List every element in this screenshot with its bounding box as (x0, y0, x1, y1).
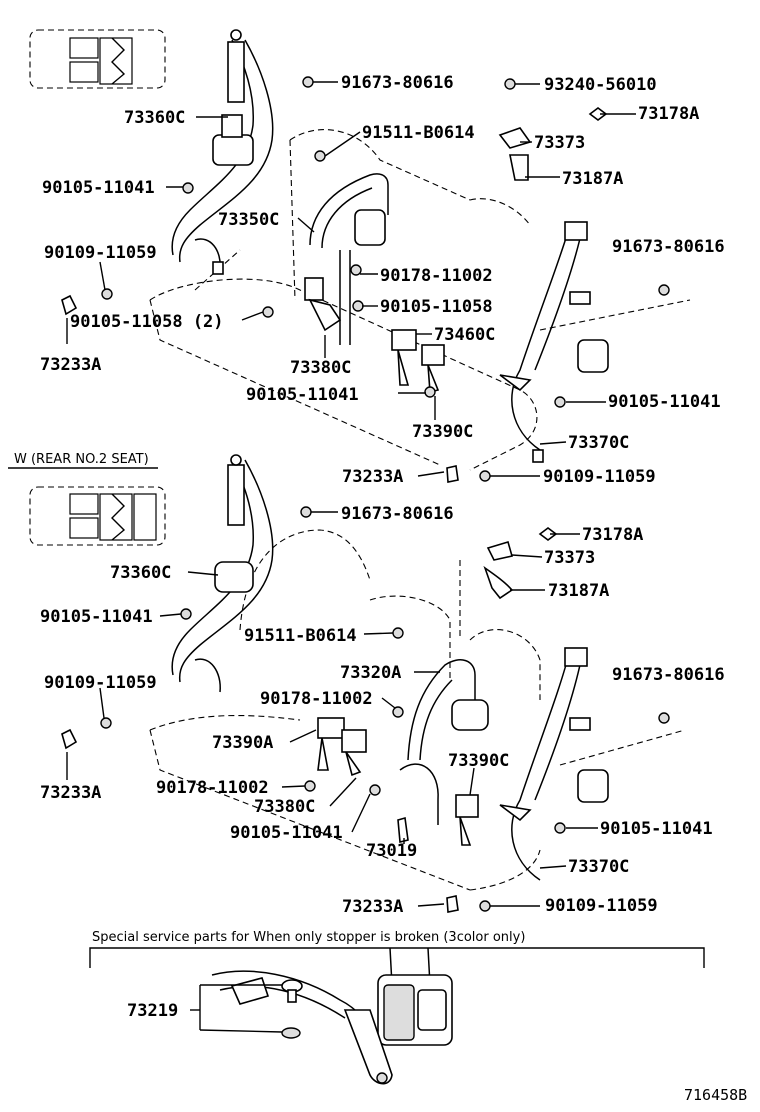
labels-lower: 91673-80616 73178A 73373 73360C 73187A 9… (40, 504, 725, 917)
label-90105-11041: 90105-11041 (230, 823, 343, 843)
retractor-closeup (211, 947, 453, 1085)
label-90105-11041: 90105-11041 (600, 819, 713, 839)
leaders-special (190, 984, 283, 1033)
label-91673-80616: 91673-80616 (612, 665, 725, 685)
label-90105-11041: 90105-11041 (246, 385, 359, 405)
seat-layout-icon-upper (29, 29, 166, 89)
fasteners-upper (61, 76, 670, 483)
label-73233a: 73233A (342, 897, 403, 917)
leaders-lower (66, 511, 598, 907)
label-90178-11002: 90178-11002 (260, 689, 373, 709)
label-73370c: 73370C (568, 433, 629, 453)
label-73360c: 73360C (124, 108, 185, 128)
label-91673-80616: 91673-80616 (341, 504, 454, 524)
label-73380c: 73380C (254, 797, 315, 817)
label-73380c: 73380C (290, 358, 351, 378)
buckles-lower (317, 717, 479, 846)
label-90109-11059: 90109-11059 (543, 467, 656, 487)
section-caption-text: W (REAR NO.2 SEAT) (14, 452, 149, 467)
label-73350c: 73350C (218, 210, 279, 230)
label-73373: 73373 (544, 548, 595, 568)
label-73360c: 73360C (110, 563, 171, 583)
retractor-73370c-upper (499, 221, 609, 463)
label-73187a: 73187A (562, 169, 623, 189)
label-73178a: 73178A (638, 104, 699, 124)
label-73019: 73019 (366, 841, 417, 861)
labels-upper: 91673-80616 93240-56010 73360C 73178A 91… (40, 73, 725, 487)
label-73320a: 73320A (340, 663, 401, 683)
label-73390a: 73390A (212, 733, 273, 753)
label-91511-b0614: 91511-B0614 (244, 626, 357, 646)
label-90109-11059: 90109-11059 (44, 673, 157, 693)
special-service-section: Special service parts for When only stop… (89, 930, 705, 1085)
retractor-73360c-lower (171, 454, 274, 693)
special-service-note: Special service parts for When only stop… (92, 930, 525, 945)
label-91673-80616: 91673-80616 (612, 237, 725, 257)
label-91511-b0614: 91511-B0614 (362, 123, 475, 143)
label-90109-11059: 90109-11059 (44, 243, 157, 263)
belt-73320a-lower (399, 659, 489, 825)
label-73373: 73373 (534, 133, 585, 153)
retractor-73360c-upper (171, 29, 274, 275)
label-93240-56010: 93240-56010 (544, 75, 657, 95)
label-73390c: 73390C (412, 422, 473, 442)
label-73370c: 73370C (568, 857, 629, 877)
label-73233a: 73233A (40, 783, 101, 803)
label-73233a: 73233A (342, 467, 403, 487)
label-73460c: 73460C (434, 325, 495, 345)
label-90105-11058: 90105-11058 (380, 297, 493, 317)
section-caption: W (REAR NO.2 SEAT) (8, 452, 158, 469)
label-91673-80616: 91673-80616 (341, 73, 454, 93)
seat-layout-icon-lower (29, 486, 166, 546)
stopper-parts (281, 979, 303, 1039)
buckles-upper (391, 329, 445, 394)
label-90105-11041: 90105-11041 (608, 392, 721, 412)
label-73219: 73219 (127, 1001, 178, 1021)
belt-73350c-upper (309, 173, 389, 345)
retractor-73370c-lower (499, 647, 609, 881)
label-73187a: 73187A (548, 581, 609, 601)
label-73233a: 73233A (40, 355, 101, 375)
figure-id: 716458B (684, 1086, 747, 1104)
label-73178a: 73178A (582, 525, 643, 545)
label-90105-11058-2: 90105-11058 (2) (70, 312, 224, 332)
bracket-73380c-upper (304, 277, 342, 332)
trim-pieces-lower (483, 527, 558, 600)
leaders-upper (66, 81, 636, 477)
lower-section: 91673-80616 73178A 73373 73360C 73187A 9… (29, 454, 725, 917)
upper-section: 91673-80616 93240-56010 73360C 73178A 91… (29, 29, 725, 487)
seat-outline-lower (149, 529, 686, 891)
label-90178-11002: 90178-11002 (156, 778, 269, 798)
label-90105-11041: 90105-11041 (40, 607, 153, 627)
seat-outline-upper (149, 129, 691, 471)
label-90105-11041: 90105-11041 (42, 178, 155, 198)
label-90109-11059: 90109-11059 (545, 896, 658, 916)
label-73390c: 73390C (448, 751, 509, 771)
label-90178-11002: 90178-11002 (380, 266, 493, 286)
